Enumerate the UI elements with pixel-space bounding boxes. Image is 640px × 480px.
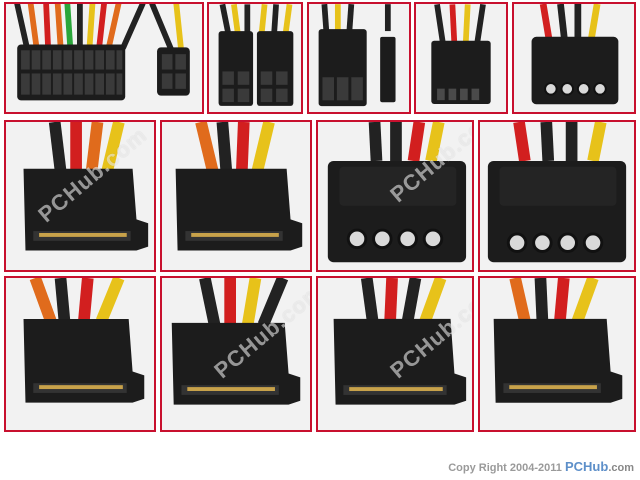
photo-tile-molex-small xyxy=(512,2,636,114)
photo-tile-molex-1: PCHub.com xyxy=(316,120,474,272)
photo-tile-atx-20pin xyxy=(4,2,204,114)
photo-tile-sata-3 xyxy=(4,276,156,432)
photo-tile-eps-8pin xyxy=(207,2,303,114)
sata-connector-image xyxy=(6,278,154,430)
photo-tile-sata-1: PCHub.com xyxy=(4,120,156,272)
brand-pc: PC xyxy=(564,459,584,474)
photo-tile-pcie-connector xyxy=(307,2,411,114)
sata-connector-image xyxy=(6,122,154,270)
sata-connector-image xyxy=(162,278,310,430)
molex-connector-image xyxy=(318,122,472,270)
copyright-footer: Copy Right 2004-2011 PCHub.com xyxy=(448,459,634,474)
eps-connector-image xyxy=(209,4,301,112)
photo-tile-sata-4: PCHub.com xyxy=(160,276,312,432)
copyright-label: Copy Right 2004-2011 xyxy=(448,462,562,474)
molex-connector-image xyxy=(514,4,634,112)
photo-tile-sata-5: PCHub.com xyxy=(316,276,474,432)
floppy-connector-image xyxy=(416,4,506,112)
photo-tile-sata-6 xyxy=(478,276,636,432)
sata-connector-image xyxy=(162,122,310,270)
photo-tile-sata-2 xyxy=(160,120,312,272)
molex-connector-image xyxy=(480,122,634,270)
photo-tile-molex-2 xyxy=(478,120,636,272)
sata-connector-image xyxy=(318,278,472,430)
brand-tld: .com xyxy=(608,462,634,474)
pcie-connector-image xyxy=(309,4,409,112)
sata-connector-image xyxy=(480,278,634,430)
atx-connector-image xyxy=(7,4,201,112)
brand-hub: Hub xyxy=(583,459,609,474)
photo-tile-floppy-connector xyxy=(414,2,508,114)
